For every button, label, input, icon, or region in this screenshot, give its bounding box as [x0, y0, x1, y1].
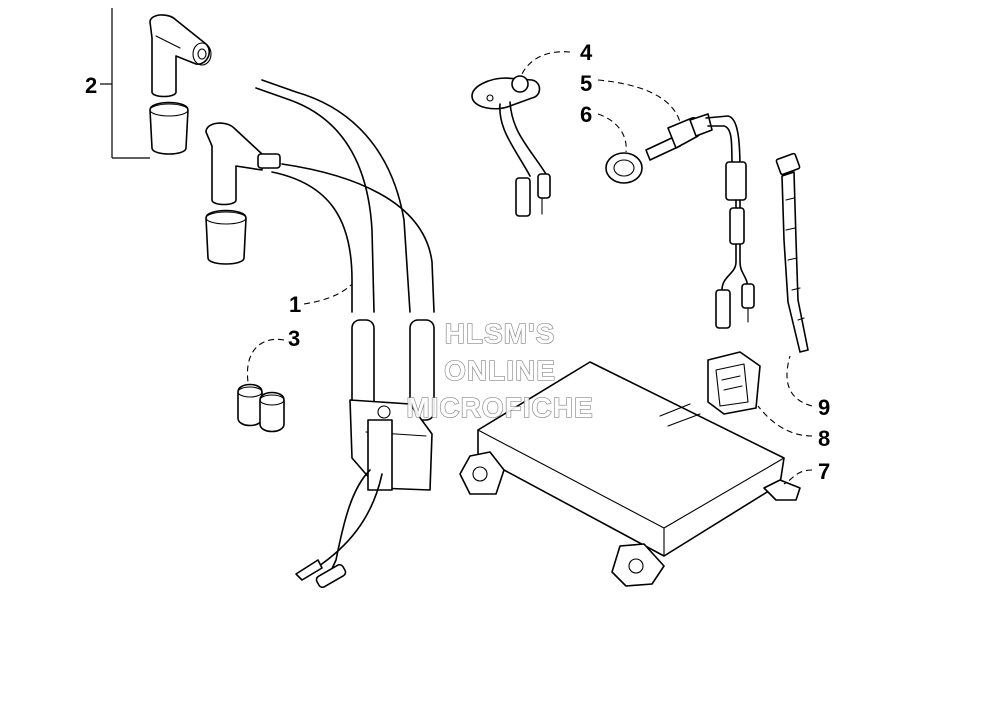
part-7-control-module[interactable] — [459, 361, 801, 587]
part-6-sealing-ring[interactable] — [605, 152, 643, 184]
callout-2: 2 — [85, 73, 97, 98]
callout-6: 6 — [580, 102, 592, 127]
watermark: HLSM'S ONLINE MICROFICHE — [406, 317, 594, 423]
part-2-plug-cap-lower[interactable] — [205, 122, 281, 206]
part-5-temperature-sensor[interactable] — [645, 113, 755, 329]
callout-3: 3 — [288, 326, 300, 351]
part-8-connector[interactable] — [707, 351, 761, 415]
part-2-plug-cap-upper[interactable] — [149, 14, 212, 98]
leader-lines — [246, 51, 813, 485]
bracket-part-2 — [100, 8, 150, 159]
callout-9: 9 — [818, 395, 830, 420]
part-3-clip[interactable] — [237, 383, 285, 433]
watermark-line-3: MICROFICHE — [406, 392, 593, 423]
callout-5: 5 — [580, 71, 592, 96]
callout-8: 8 — [818, 426, 830, 451]
part-1-ignition-coil[interactable] — [255, 79, 435, 589]
watermark-line-1: HLSM'S — [445, 318, 556, 349]
part-2-boot-upper[interactable] — [149, 101, 189, 155]
part-9-cable-tie[interactable] — [775, 152, 809, 353]
part-2-boot-lower[interactable] — [205, 209, 247, 265]
callout-1: 1 — [289, 292, 301, 317]
watermark-line-2: ONLINE — [444, 355, 556, 386]
part-4-sensor[interactable] — [471, 75, 551, 217]
callout-4: 4 — [580, 40, 593, 65]
callout-7: 7 — [818, 459, 830, 484]
